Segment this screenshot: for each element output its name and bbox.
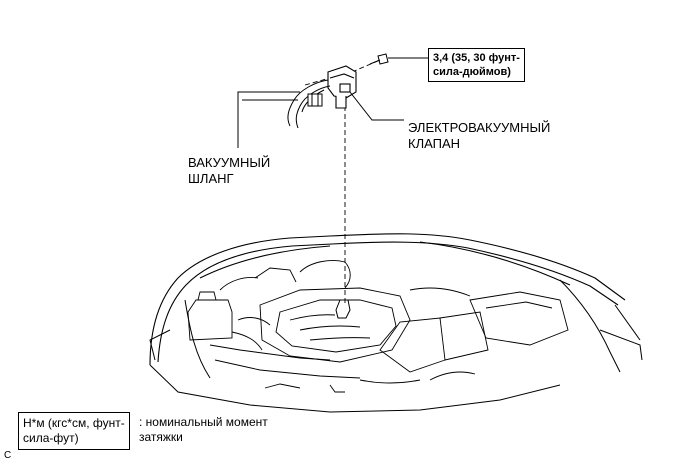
legend-desc-line2: затяжки: [139, 430, 183, 444]
engine-parts: [187, 260, 569, 393]
body-lines: [149, 279, 643, 413]
leader-lines: [237, 57, 428, 148]
legend-desc-line1: : номинальный момент: [139, 415, 268, 429]
valve-label-line1: ЭЛЕКТРОВАКУУМНЫЙ: [408, 120, 551, 135]
torque-spec-line1: 3,4 (35, 30 фунт-: [433, 52, 520, 64]
bolt-part: [369, 53, 389, 65]
torque-spec-line2: сила-дюймов): [433, 66, 511, 78]
legend-unit-box: Н*м (кгс*см, фунт- сила-фут): [18, 412, 130, 450]
valve-location-marker: [335, 299, 351, 319]
legend-unit-line1: Н*м (кгс*см, фунт-: [23, 416, 125, 430]
vacuum-hose-label-line2: ШЛАНГ: [188, 171, 234, 186]
hood-outline: [149, 233, 626, 366]
legend-description: : номинальный момент затяжки: [139, 415, 268, 445]
vacuum-hose-label: ВАКУУМНЫЙ ШЛАНГ: [188, 155, 270, 187]
valve-label: ЭЛЕКТРОВАКУУМНЫЙ КЛАПАН: [408, 120, 550, 152]
legend-unit-line2: сила-фут): [23, 431, 79, 445]
electrovacuum-valve-part: [327, 65, 357, 109]
torque-spec-box: 3,4 (35, 30 фунт- сила-дюймов): [428, 48, 525, 82]
valve-label-line2: КЛАПАН: [408, 136, 461, 151]
vacuum-hose-label-line1: ВАКУУМНЫЙ: [188, 155, 271, 170]
vacuum-hoses: [287, 79, 331, 129]
corner-mark: C: [4, 450, 12, 461]
